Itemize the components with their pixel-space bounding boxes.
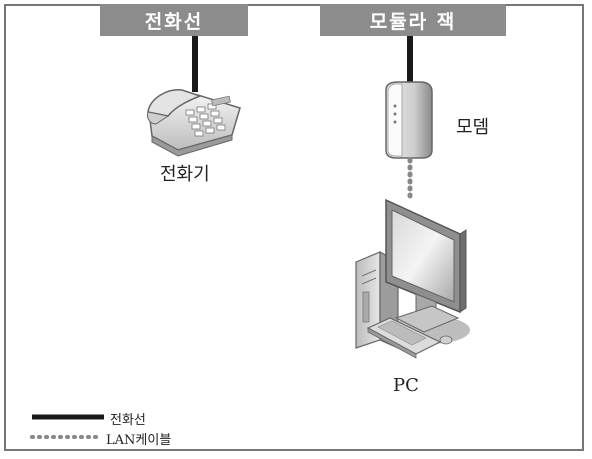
modem-label: 모뎀 [456,117,490,138]
legend-lan-label: LAN케이블 [106,433,172,448]
pc-icon [355,198,470,359]
telephone-icon [147,89,241,157]
phone-jack-label: 전화선 [100,4,248,36]
telephone-label: 전화기 [160,164,210,185]
pc-label: PC [393,375,419,396]
modular-jack-label: 모듈라 잭 [320,4,506,36]
legend-phone-line-label: 전화선 [110,413,146,428]
diagram-frame [4,4,584,451]
modem-icon [385,81,433,159]
